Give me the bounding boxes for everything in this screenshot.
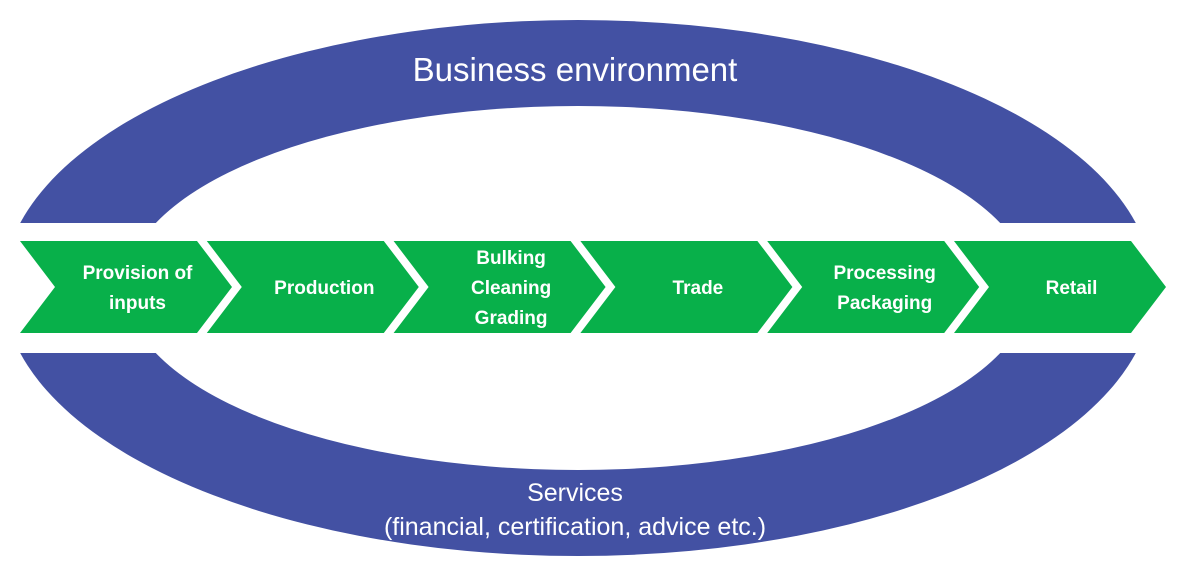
services-label: Services xyxy=(527,479,623,507)
chain-step-6: Retail xyxy=(954,241,1166,333)
chevron-arrow xyxy=(580,241,793,333)
services-detail-label: (financial, certification, advice etc.) xyxy=(384,513,766,541)
chain-step-label: Packaging xyxy=(837,293,932,314)
chevron-arrow xyxy=(393,241,606,333)
chevron-arrow xyxy=(20,241,232,333)
chain-step-label: Provision of xyxy=(83,263,193,284)
chain-step-2: Production xyxy=(206,241,419,333)
chevron-arrow xyxy=(206,241,419,333)
chain-step-label: inputs xyxy=(109,293,166,314)
business-environment-label: Business environment xyxy=(413,51,738,88)
chain-step-label: Retail xyxy=(1046,278,1098,299)
chain-step-1: Provision of inputs xyxy=(20,241,232,333)
chain-step-label: Bulking xyxy=(476,248,546,269)
chain-step-label: Trade xyxy=(673,278,724,299)
value-chain-steps: Provision of inputs Production BulkingClean… xyxy=(20,241,1166,333)
chain-step-4: Trade xyxy=(580,241,793,333)
chain-step-label: Grading xyxy=(475,308,548,329)
chain-step-label: Production xyxy=(274,278,374,299)
chevron-arrow xyxy=(767,241,980,333)
chevron-arrow xyxy=(954,241,1166,333)
chain-step-label: Processing xyxy=(833,263,935,284)
chain-step-label: Cleaning xyxy=(471,278,551,299)
